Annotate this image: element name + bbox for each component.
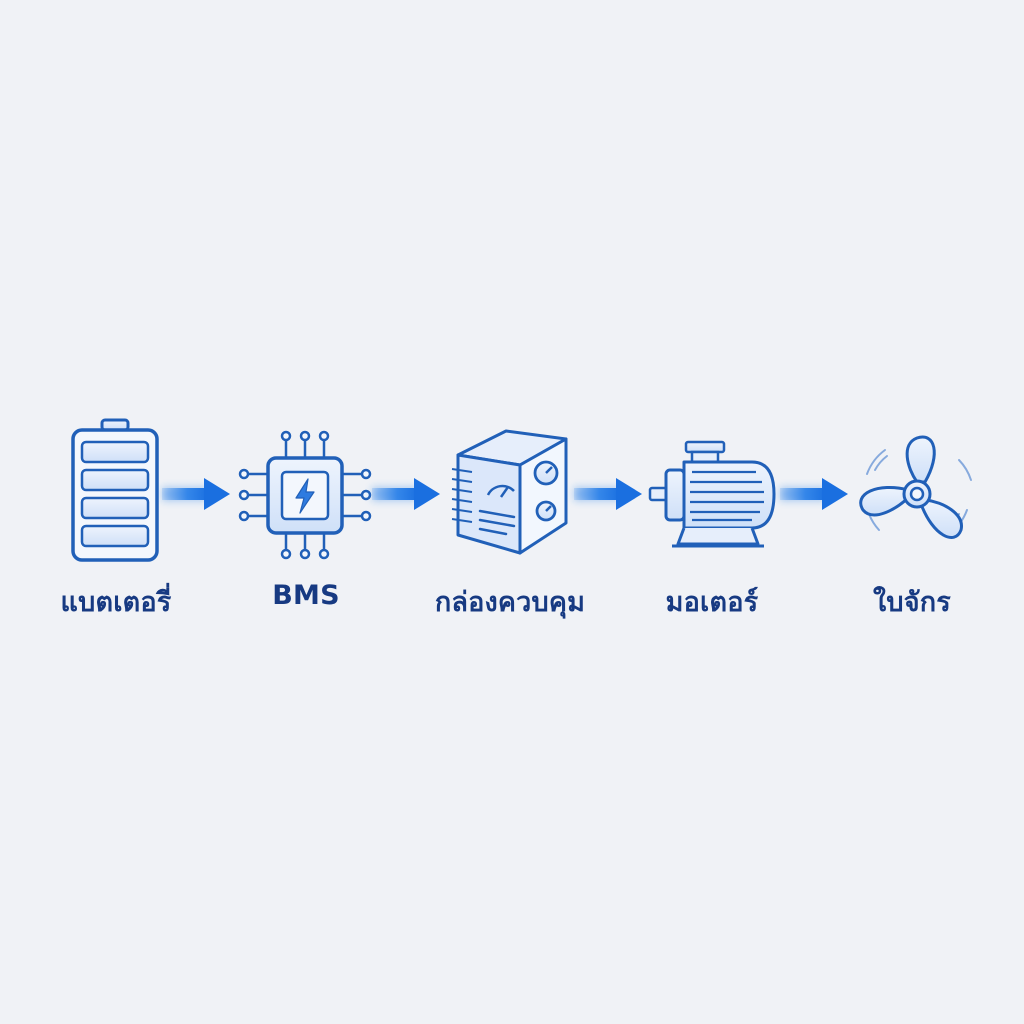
- step-label-propeller: ใบจักร: [873, 587, 951, 618]
- arrow-right-icon: [778, 474, 850, 514]
- chip-icon: [238, 428, 378, 563]
- step-label-bms: BMS: [272, 580, 340, 611]
- arrow-right-icon: [572, 474, 644, 514]
- motor-icon: [648, 438, 778, 553]
- controller-box-icon: [448, 425, 572, 557]
- battery-icon: [70, 418, 160, 563]
- step-label-motor: มอเตอร์: [665, 587, 759, 618]
- step-label-controller: กล่องควบคุม: [434, 587, 586, 618]
- arrow-right-icon: [370, 474, 442, 514]
- arrow-right-icon: [160, 474, 232, 514]
- propeller-icon: [855, 430, 979, 554]
- step-label-battery: แบตเตอรี่: [60, 587, 172, 618]
